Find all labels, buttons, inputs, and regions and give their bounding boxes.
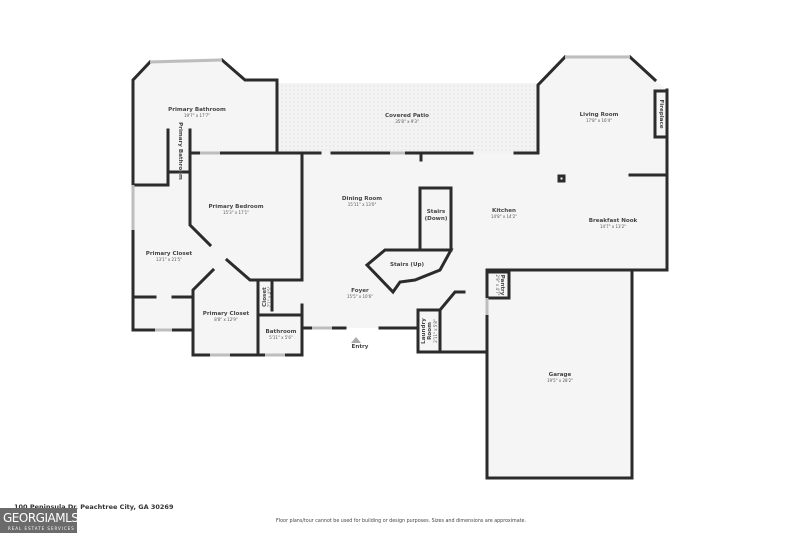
- room-label: Foyer: [351, 288, 369, 294]
- room-dims: 15'3" x 17'1": [223, 210, 249, 215]
- floor-fill: [133, 55, 667, 478]
- windows: [131, 55, 630, 357]
- logo-name: GEORGIAMLS: [3, 511, 79, 525]
- room-dims: 19'5" x 28'2": [547, 378, 573, 383]
- room-label: Pantry: [499, 275, 505, 296]
- room-label: Fireplace: [658, 99, 664, 128]
- logo-tagline: REAL ESTATE SERVICES: [8, 526, 75, 531]
- georgia-mls-logo: GEORGIAMLS REAL ESTATE SERVICES: [0, 508, 79, 533]
- room-dims: 8'8" x 12'9": [214, 317, 238, 322]
- entry-arrow-icon: [351, 337, 361, 343]
- room-labels: Primary Bathroom 19'7" x 17'7" Primary B…: [146, 99, 664, 383]
- walls: [131, 54, 669, 480]
- room-label: Stairs (Up): [390, 262, 425, 268]
- room-label: Primary Bathroom: [177, 122, 183, 180]
- room-label: Closet: [262, 287, 268, 307]
- room-label: Entry: [352, 344, 369, 350]
- room-dims: 14'8" x 14'2": [491, 214, 517, 219]
- room-label: Living Room: [580, 112, 619, 118]
- room-label: Breakfast Nook: [589, 218, 638, 224]
- room-label: Primary Closet: [146, 251, 193, 257]
- room-label: Room: [427, 322, 433, 340]
- room-label: Dining Room: [342, 196, 382, 202]
- room-label: Laundry: [421, 318, 427, 344]
- room-dims: 15'5" x 10'6": [347, 294, 373, 299]
- room-label: Covered Patio: [385, 113, 429, 119]
- room-label: Primary Bedroom: [208, 204, 263, 210]
- room-dims: 15'11" x 13'0": [348, 202, 377, 207]
- room-dims: 35'8" x 9'3": [395, 119, 419, 124]
- property-address: 100 Peninsula Dr, Peachtree City, GA 302…: [14, 503, 174, 511]
- room-dims: 2'9" x 4'7": [495, 275, 500, 296]
- room-dims: 2'11" x 5'8": [433, 319, 438, 343]
- room-label: Primary Bathroom: [168, 107, 226, 113]
- room-label: Primary Closet: [203, 311, 250, 317]
- room-dims: 13'1" x 21'5": [156, 257, 182, 262]
- room-label: (Down): [425, 216, 448, 222]
- room-dims: 19'7" x 17'7": [184, 113, 210, 118]
- room-dims: 17'8" x 16'4": [586, 118, 612, 123]
- room-label: Kitchen: [492, 208, 516, 214]
- covered-patio-area: [277, 83, 538, 153]
- stairs-up: [364, 248, 454, 295]
- room-label: Garage: [549, 372, 572, 378]
- room-dims: 5'11" x 5'6": [269, 335, 293, 340]
- disclaimer: Floor plans/tour cannot be used for buil…: [276, 519, 527, 524]
- room-dims: 7'1" x 4'5": [267, 286, 272, 307]
- room-label: Bathroom: [266, 329, 297, 335]
- room-label: Stairs: [427, 209, 446, 215]
- room-dims: 14'7" x 13'2": [600, 224, 626, 229]
